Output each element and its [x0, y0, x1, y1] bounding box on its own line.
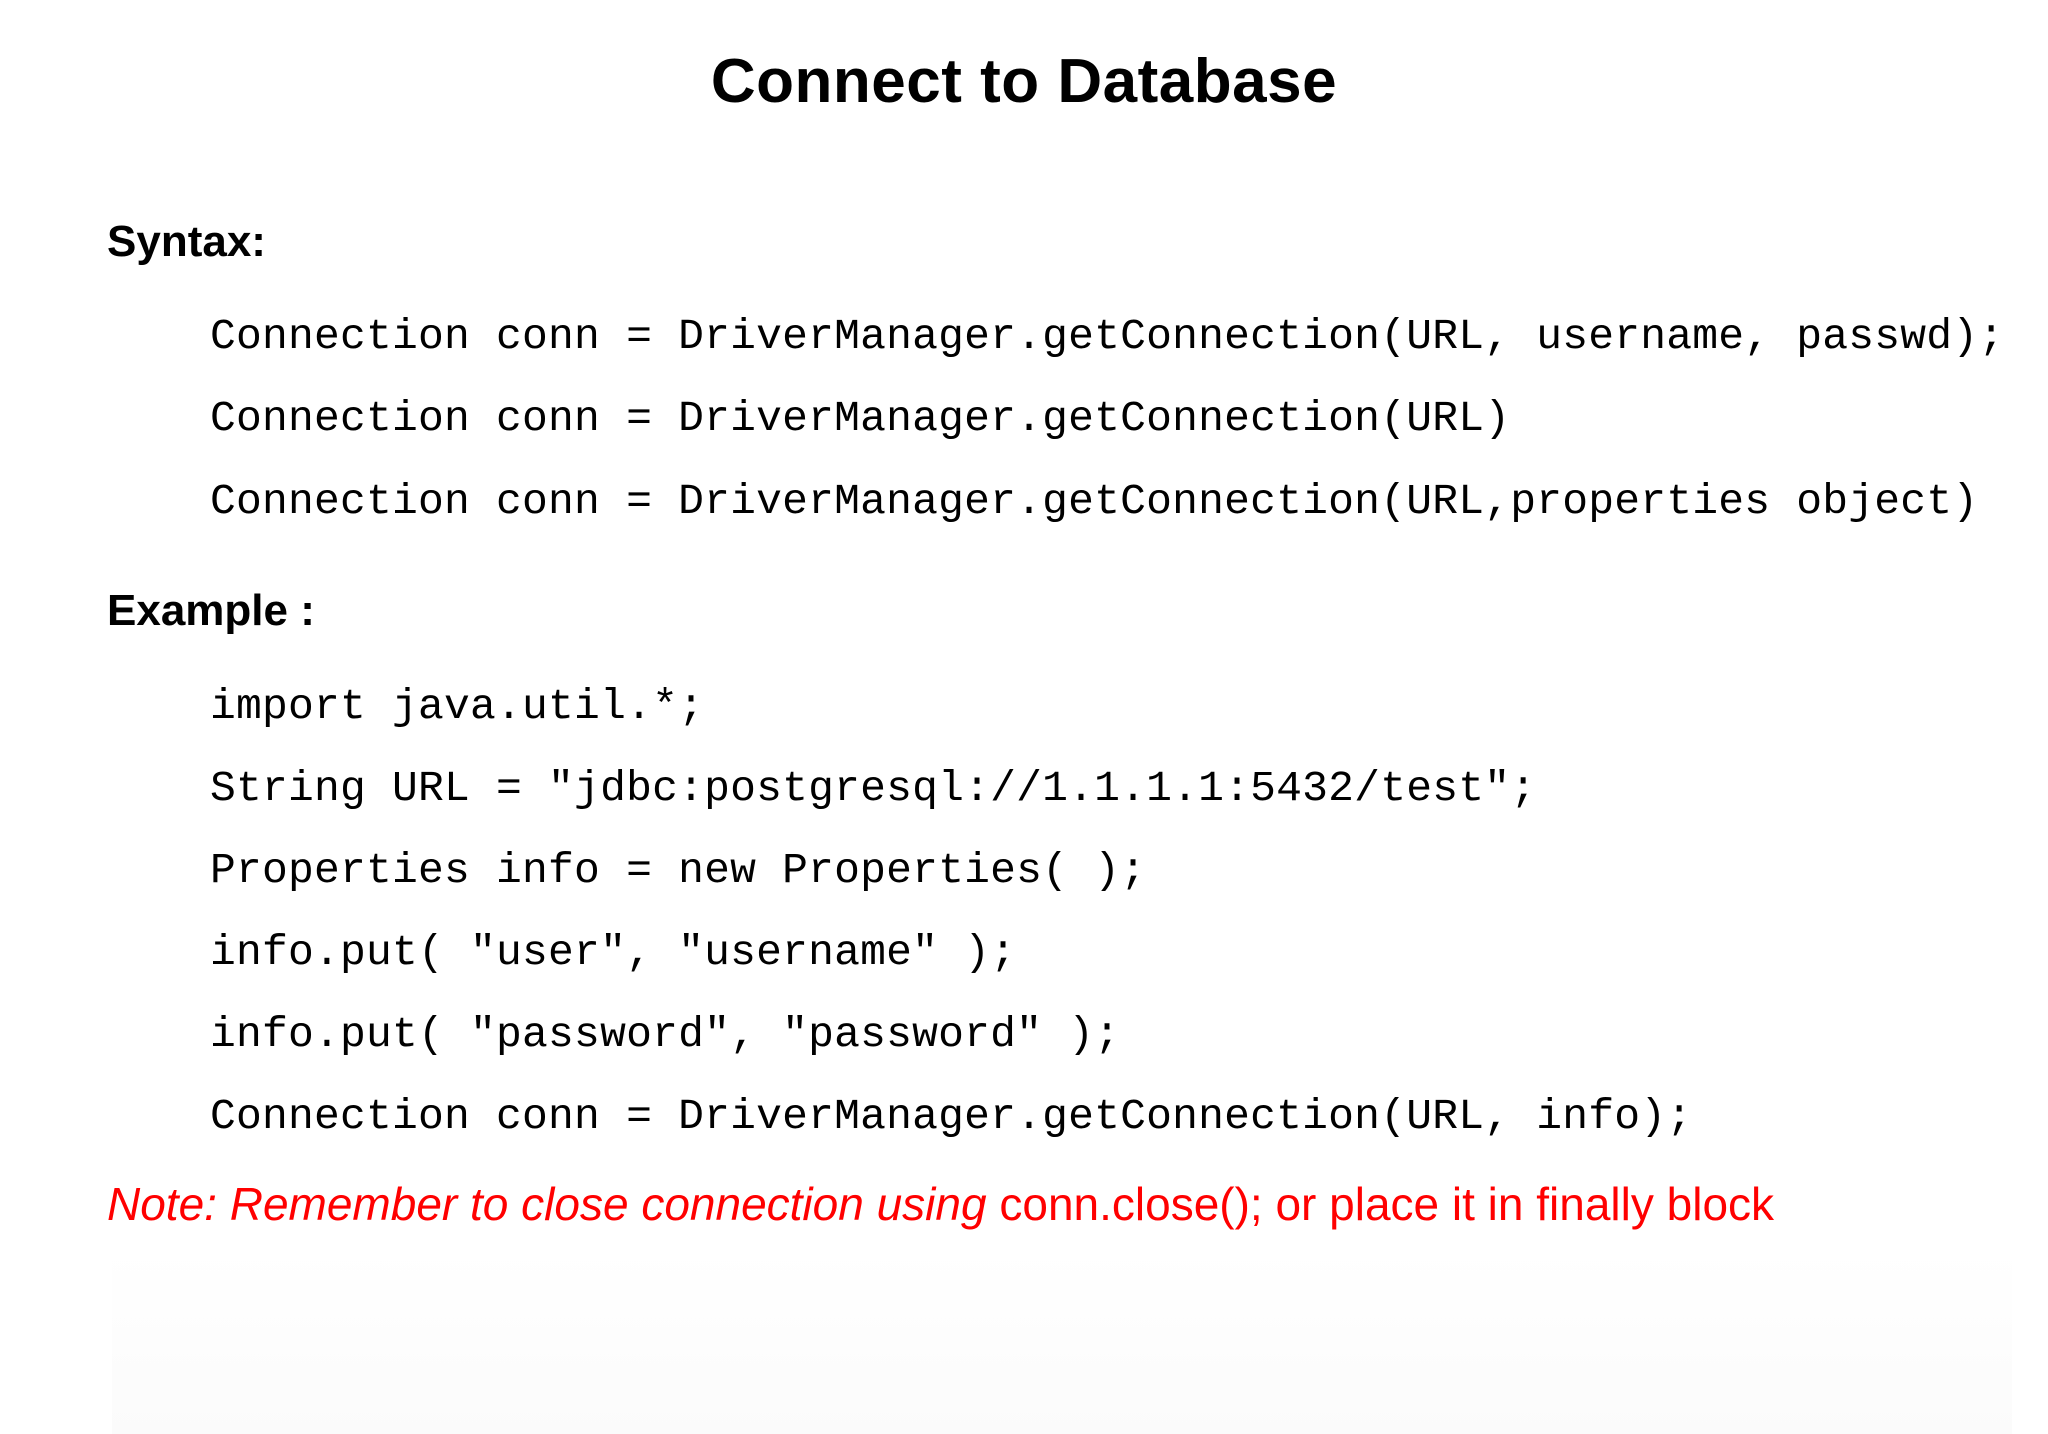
note-italic-text: Note: Remember to close connection using — [107, 1178, 1000, 1230]
syntax-code-line: Connection conn = DriverManager.getConne… — [210, 394, 1511, 443]
example-heading: Example : — [107, 586, 315, 635]
background-panel — [112, 1248, 2012, 1434]
syntax-code-line: Connection conn = DriverManager.getConne… — [210, 477, 1979, 526]
note-text: Note: Remember to close connection using… — [107, 1174, 1774, 1234]
example-code-line: String URL = "jdbc:postgresql://1.1.1.1:… — [210, 764, 1537, 813]
syntax-code-line: Connection conn = DriverManager.getConne… — [210, 312, 2005, 361]
example-code-line: Connection conn = DriverManager.getConne… — [210, 1092, 1693, 1141]
example-code-line: info.put( "password", "password" ); — [210, 1010, 1121, 1059]
example-code-line: info.put( "user", "username" ); — [210, 928, 1017, 977]
syntax-heading: Syntax: — [107, 217, 266, 266]
page-title: Connect to Database — [710, 47, 1338, 116]
example-code-line: Properties info = new Properties( ); — [210, 846, 1147, 895]
example-code-line: import java.util.*; — [210, 682, 705, 731]
note-regular-text: conn.close(); or place it in finally blo… — [999, 1178, 1775, 1230]
